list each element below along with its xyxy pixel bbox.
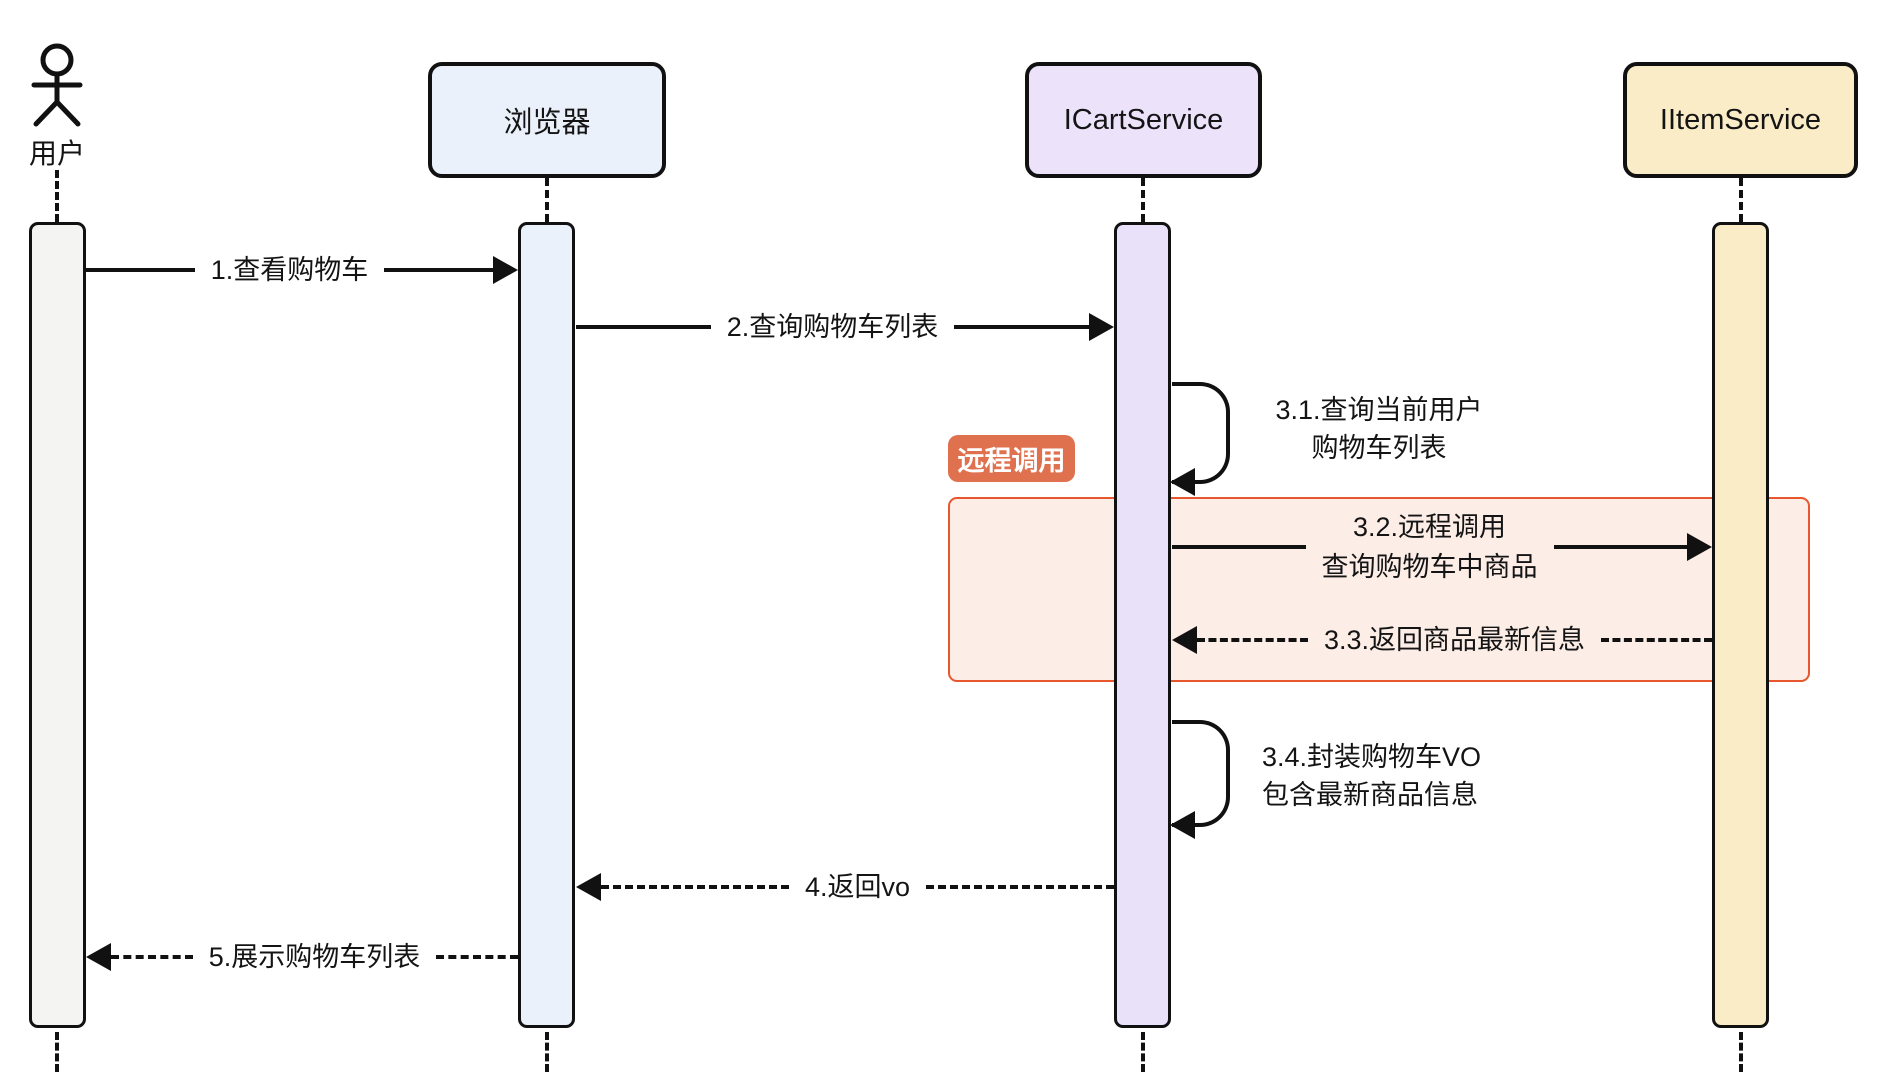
lifeline-tail-item-service [1739,1032,1743,1072]
message-1-label: 1.查看购物车 [210,255,369,285]
lifeline-user [55,170,59,222]
participant-browser-label: 浏览器 [503,107,591,139]
remote-call-fragment-box [948,497,1810,682]
remote-call-badge: 远程调用 [948,435,1075,482]
activation-bar-item-service [1712,222,1769,1028]
arrowhead-right-icon [1687,533,1712,561]
message-3-1-line2: 购物车列表 [1311,433,1447,463]
message-3-1-label: 3.1.查询当前用户 购物车列表 [1258,391,1500,467]
message-line [601,885,789,889]
self-call-3-1-loop [1170,382,1230,496]
remote-call-badge-label: 远程调用 [957,446,1066,476]
message-5-label: 5.展示购物车列表 [208,942,421,972]
activation-bar-cart-service [1114,222,1171,1028]
arrowhead-left-icon [576,873,601,901]
lifeline-tail-cart-service [1141,1032,1145,1072]
lifeline-tail-user [55,1032,59,1072]
participant-cart-service: ICartService [1025,62,1262,178]
arrowhead-left-icon [1170,811,1195,839]
message-3-4-line1: 3.4.封装购物车VO [1262,742,1482,772]
message-line [436,955,518,959]
lifeline-tail-browser [545,1032,549,1072]
message-2-label: 2.查询购物车列表 [726,312,939,342]
message-3-2-line2: 查询购物车中商品 [1321,552,1538,582]
message-2-query-cart-list: 2.查询购物车列表 [576,309,1114,345]
participant-item-service: IItemService [1623,62,1858,178]
message-line [576,325,711,329]
message-line [384,268,493,272]
message-line [86,268,195,272]
message-1-view-cart: 1.查看购物车 [86,252,518,288]
arrowhead-left-icon [86,943,111,971]
participant-browser: 浏览器 [428,62,666,178]
message-line [926,885,1115,889]
message-3-1-line1: 3.1.查询当前用户 [1275,395,1483,425]
arrowhead-left-icon [1170,468,1195,496]
actor-user-label: 用户 [28,138,85,169]
participant-item-service-label: IItemService [1659,103,1822,136]
self-call-3-4-loop [1170,720,1230,839]
message-3-4-label: 3.4.封装购物车VO 包含最新商品信息 [1262,738,1522,814]
message-line [1172,545,1306,549]
message-3-3-return-item-info: 3.3.返回商品最新信息 [1172,622,1713,658]
arrowhead-right-icon [493,256,518,284]
message-3-2-label: 3.2.远程调用 查询购物车中商品 [1306,507,1554,587]
activation-bar-browser [518,222,575,1028]
lifeline-item-service [1739,178,1743,222]
message-line [1197,638,1308,642]
message-line [954,325,1089,329]
message-3-4-line2: 包含最新商品信息 [1262,780,1478,810]
arrowhead-left-icon [1172,626,1197,654]
message-5-show-cart-list: 5.展示购物车列表 [86,939,518,975]
arrowhead-right-icon [1089,313,1114,341]
lifeline-browser [545,178,549,222]
message-3-2-line1: 3.2.远程调用 [1352,512,1507,542]
message-3-2-remote-call: 3.2.远程调用 查询购物车中商品 [1172,507,1712,587]
participant-cart-service-label: ICartService [1063,103,1224,136]
activation-bar-user [29,222,86,1028]
user-actor-icon [22,38,92,130]
lifeline-cart-service [1141,178,1145,222]
message-line [111,955,193,959]
message-4-label: 4.返回vo [804,872,911,902]
message-line [1553,545,1687,549]
message-4-return-vo: 4.返回vo [576,869,1115,905]
message-line [1601,638,1713,642]
message-3-3-label: 3.3.返回商品最新信息 [1323,625,1586,655]
